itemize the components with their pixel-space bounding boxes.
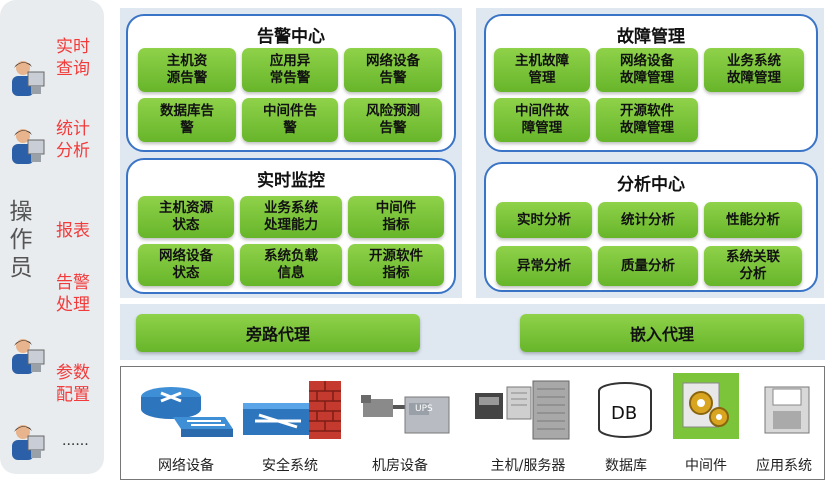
analysis-performance-button[interactable]: 性能分析 — [704, 202, 802, 238]
monitor-system-load-button[interactable]: 系统负载信息 — [240, 244, 342, 286]
analysis-center-title: 分析中心 — [617, 175, 685, 195]
analysis-center-group: 分析中心 实时分析 统计分析 性能分析 异常分析 质量分析 系统关联分析 — [484, 162, 818, 292]
firewall-icon — [239, 377, 345, 447]
alarm-center-title: 告警中心 — [257, 27, 325, 47]
bypass-proxy-button[interactable]: 旁路代理 — [136, 314, 420, 352]
fault-host-button[interactable]: 主机故障管理 — [494, 48, 590, 92]
alarm-database-button[interactable]: 数据库告警 — [138, 98, 236, 142]
ups-icon-text: UPS — [415, 404, 433, 414]
security-system-label: 安全系统 — [262, 458, 318, 474]
application-system-icon — [759, 377, 815, 447]
db-icon-text: DB — [611, 403, 637, 424]
analysis-quality-button[interactable]: 质量分析 — [598, 246, 698, 286]
analysis-realtime-button[interactable]: 实时分析 — [496, 202, 592, 238]
fault-management-group: 故障管理 主机故障管理 网络设备故障管理 业务系统故障管理 中间件故障管理 开源… — [484, 14, 818, 152]
operator-item-report[interactable]: 报表 — [56, 221, 90, 241]
fault-middleware-button[interactable]: 中间件故障管理 — [494, 98, 590, 142]
monitor-business-capacity-button[interactable]: 业务系统处理能力 — [240, 196, 342, 238]
application-system-label: 应用系统 — [756, 458, 812, 474]
fault-business-system-button[interactable]: 业务系统故障管理 — [704, 48, 804, 92]
operator-item-parameter-config[interactable]: 参数配置 — [56, 363, 90, 405]
fault-management-title: 故障管理 — [617, 27, 685, 47]
operator-item-more: ...... — [62, 433, 89, 449]
operator-item-alarm-handling[interactable]: 告警处理 — [56, 273, 90, 315]
analysis-statistics-button[interactable]: 统计分析 — [598, 202, 698, 238]
room-equipment-label: 机房设备 — [372, 458, 428, 474]
operator-item-statistics[interactable]: 统计分析 — [56, 119, 90, 161]
alarm-app-exception-button[interactable]: 应用异常告警 — [242, 48, 338, 92]
monitor-middleware-button[interactable]: 中间件指标 — [348, 196, 444, 238]
operator-panel: 操 作 员 实时查询 统计分析 报表 告警处理 参数配置 ...... — [0, 0, 104, 474]
monitor-network-device-button[interactable]: 网络设备状态 — [138, 244, 234, 286]
operator-title: 操 作 员 — [9, 199, 33, 281]
alarm-network-device-button[interactable]: 网络设备告警 — [344, 48, 442, 92]
server-icon — [471, 377, 573, 447]
fault-network-device-button[interactable]: 网络设备故障管理 — [596, 48, 698, 92]
alarm-center-group: 告警中心 主机资源告警 应用异常告警 网络设备告警 数据库告警 中间件告警 风险… — [126, 14, 456, 152]
room-equipment-icon: UPS — [357, 377, 453, 447]
analysis-correlation-button[interactable]: 系统关联分析 — [704, 246, 802, 286]
infrastructure-panel: 网络设备 安全系统 UPS 机房设备 主机/服务器 — [120, 366, 825, 480]
alarm-risk-prediction-button[interactable]: 风险预测告警 — [344, 98, 442, 142]
network-device-label: 网络设备 — [158, 458, 214, 474]
database-label: 数据库 — [605, 458, 647, 474]
alarm-middleware-button[interactable]: 中间件告警 — [242, 98, 338, 142]
monitor-host-resource-button[interactable]: 主机资源状态 — [138, 196, 234, 238]
operator-person-icon — [8, 58, 46, 98]
operator-item-realtime-query[interactable]: 实时查询 — [56, 37, 90, 79]
realtime-monitor-title: 实时监控 — [257, 171, 325, 191]
middleware-label: 中间件 — [685, 458, 727, 474]
host-server-label: 主机/服务器 — [490, 458, 566, 474]
operator-person-icon — [8, 126, 46, 166]
operator-person-icon — [8, 422, 46, 462]
middleware-icon — [673, 373, 739, 443]
operator-person-icon — [8, 336, 46, 376]
monitor-open-source-button[interactable]: 开源软件指标 — [348, 244, 444, 286]
database-icon: DB — [593, 377, 657, 447]
alarm-host-resource-button[interactable]: 主机资源告警 — [138, 48, 236, 92]
network-device-icon — [129, 377, 233, 447]
fault-open-source-button[interactable]: 开源软件故障管理 — [596, 98, 698, 142]
analysis-anomaly-button[interactable]: 异常分析 — [496, 246, 592, 286]
embedded-proxy-button[interactable]: 嵌入代理 — [520, 314, 804, 352]
realtime-monitor-group: 实时监控 主机资源状态 业务系统处理能力 中间件指标 网络设备状态 系统负载信息… — [126, 158, 456, 294]
